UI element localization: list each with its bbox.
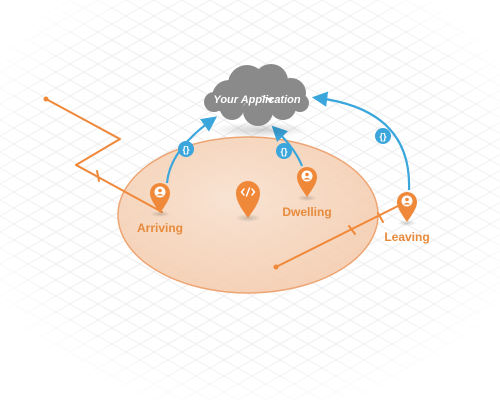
cloud-icon: Your Application [204, 64, 309, 138]
user-path-leaving [273, 204, 401, 270]
person-marker-icon [397, 192, 417, 226]
svg-text:{}: {} [379, 132, 387, 142]
svg-text:{}: {} [280, 147, 288, 157]
json-braces-icon: {} [375, 128, 391, 144]
zone-label-arriving: Arriving [137, 221, 183, 235]
cloud-label: Your Application [213, 94, 300, 106]
api-arrow-leaving [311, 91, 411, 191]
svg-text:{}: {} [182, 145, 190, 155]
code-marker-icon [235, 181, 261, 222]
json-braces-icon: {} [276, 143, 292, 159]
json-braces-icon: {} [178, 141, 194, 157]
person-marker-icon [150, 183, 170, 217]
user-path-entering [43, 96, 163, 213]
zone-label-leaving: Leaving [384, 230, 429, 244]
zone-label-dwelling: Dwelling [282, 205, 331, 219]
person-marker-icon [297, 167, 317, 201]
